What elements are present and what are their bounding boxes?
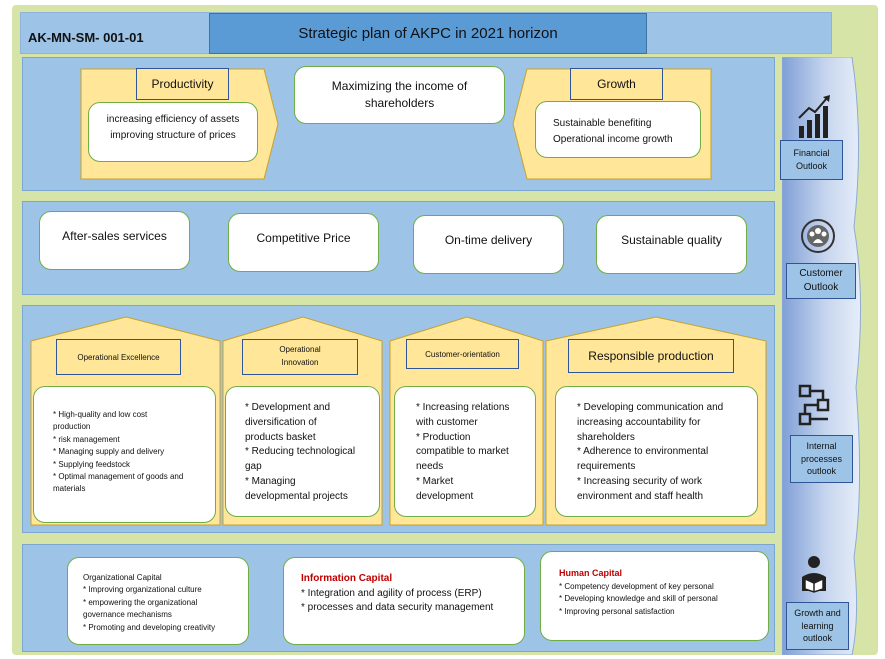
responsible-item: * Increasing security of work [577, 475, 703, 487]
excellence-item: production [53, 422, 91, 432]
productivity-label: Productivity [136, 68, 229, 100]
shareholder-income-line: shareholders [364, 96, 435, 110]
internal-outlook-label: Internal processes outlook [790, 435, 853, 483]
responsible-production-label: Responsible production [568, 339, 734, 373]
internal-outlook-line: processes [800, 453, 843, 464]
shareholder-income-line: Maximizing the income of [331, 78, 468, 93]
innovation-item: gap [245, 461, 262, 473]
growth-outlook-line: outlook [802, 633, 833, 644]
growth-outlook-label: Growth and learning outlook [786, 602, 849, 650]
organizational-capital-item: * Promoting and developing creativity [83, 622, 216, 632]
on-time-delivery-box: On-time delivery [413, 215, 564, 274]
growth-outlook-line: Growth and [794, 608, 841, 619]
bar-chart-icon [798, 95, 830, 138]
information-capital-title: Information Capital [301, 573, 393, 584]
internal-outlook-line: Internal [806, 441, 837, 452]
customer-outlook-line: Customer [799, 268, 843, 279]
productivity-box: increasing efficiency of assets improvin… [88, 102, 258, 162]
excellence-item: * High-quality and low cost [53, 410, 148, 419]
excellence-item: * Supplying feedstock [53, 459, 130, 469]
excellence-item: materials [53, 484, 86, 494]
responsible-item: environment and staff health [577, 490, 704, 502]
customer-orientation-box: * Increasing relations with customer * P… [394, 386, 536, 517]
innovation-item: * Development and [245, 402, 331, 413]
customer-group-icon [801, 219, 835, 253]
financial-outlook-line: Outlook [795, 161, 828, 171]
excellence-item: * Optimal management of goods and [53, 471, 184, 481]
excellence-item: * risk management [53, 434, 120, 444]
customer-outlook-label: Customer Outlook [786, 263, 856, 299]
innovation-item: products basket [245, 431, 316, 443]
excellence-box: * High-quality and low cost production *… [33, 386, 216, 523]
process-flow-icon [798, 384, 830, 426]
internal-outlook-line: outlook [806, 466, 837, 477]
outlook-column [782, 57, 862, 655]
organizational-capital-box: Organizational Capital * Improving organ… [67, 557, 249, 645]
sustainable-quality-box: Sustainable quality [596, 215, 747, 274]
responsible-item: shareholders [577, 431, 635, 443]
customer-orientation-item: with customer [416, 416, 478, 428]
growth-line: Sustainable benefiting [553, 118, 652, 129]
customer-outlook-line: Outlook [803, 282, 839, 293]
financial-outlook-label: Financial Outlook [780, 140, 843, 180]
growth-label: Growth [570, 68, 663, 100]
competitive-price-box: Competitive Price [228, 213, 379, 272]
customer-orientation-item: needs [416, 461, 444, 473]
human-capital-item: * Improving personal satisfaction [559, 606, 675, 616]
reader-icon [802, 556, 826, 593]
financial-outlook-line: Financial [793, 148, 830, 159]
innovation-item: * Reducing technological [245, 446, 356, 458]
responsible-item: * Developing communication and [577, 402, 724, 413]
organizational-capital-item: * empowering the organizational [83, 597, 198, 607]
operational-innovation-label: Operational Innovation [242, 339, 358, 375]
productivity-line: improving structure of prices [110, 129, 236, 141]
information-capital-item: * Integration and agility of process (ER… [301, 587, 482, 599]
innovation-item: * Managing [245, 475, 296, 487]
organizational-capital-item: * Improving organizational culture [83, 585, 202, 595]
responsible-box: * Developing communication and increasin… [555, 386, 758, 517]
growth-outlook-line: learning [801, 620, 834, 631]
excellence-item: * Managing supply and delivery [53, 447, 165, 457]
responsible-item: requirements [577, 461, 636, 473]
information-capital-box: Information Capital * Integration and ag… [283, 557, 525, 645]
innovation-box: * Development and diversification of pro… [225, 386, 380, 517]
human-capital-title: Human Capital [559, 568, 623, 578]
organizational-capital-title: Organizational Capital [83, 573, 162, 582]
growth-box: Sustainable benefiting Operational incom… [535, 101, 701, 158]
innovation-label-line: Operational [279, 345, 321, 355]
shareholder-income-box: Maximizing the income of shareholders [294, 66, 505, 124]
growth-line: Operational income growth [553, 133, 673, 145]
innovation-item: developmental projects [245, 490, 348, 502]
organizational-capital-item: governance mechanisms [83, 610, 172, 620]
customer-orientation-label: Customer-orientation [406, 339, 519, 369]
customer-orientation-item: compatible to market [416, 446, 509, 458]
responsible-item: increasing accountability for [577, 416, 701, 428]
document-code: AK-MN-SM- 001-01 [28, 30, 144, 45]
information-capital-item: * processes and data security management [301, 602, 494, 613]
operational-excellence-label: Operational Excellence [56, 339, 181, 375]
human-capital-item: * Developing knowledge and skill of pers… [559, 594, 718, 604]
after-sales-box: After-sales services [39, 211, 190, 270]
human-capital-item: * Competency development of key personal [559, 581, 714, 591]
customer-orientation-item: * Production [416, 431, 471, 443]
productivity-line: increasing efficiency of assets [106, 114, 240, 125]
customer-orientation-item: * Increasing relations [416, 402, 510, 413]
page-title: Strategic plan of AKPC in 2021 horizon [209, 13, 647, 54]
innovation-label-line: Innovation [281, 358, 319, 367]
human-capital-box: Human Capital * Competency development o… [540, 551, 769, 641]
innovation-item: diversification of [245, 416, 317, 428]
customer-orientation-item: development [416, 490, 474, 502]
customer-orientation-item: * Market [416, 475, 454, 487]
responsible-item: * Adherence to environmental [577, 446, 709, 458]
